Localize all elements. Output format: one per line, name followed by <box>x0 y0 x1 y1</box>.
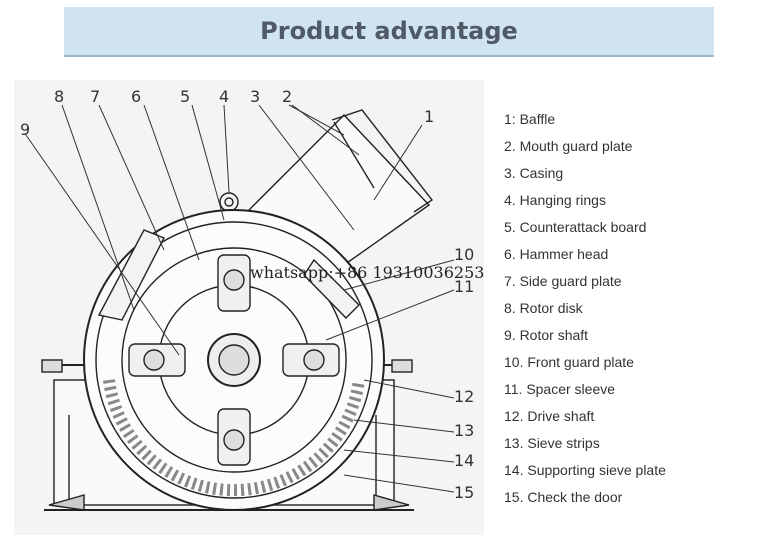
callout-2: 2 <box>282 87 292 106</box>
rotor-disk-outer <box>121 247 347 473</box>
spacer-sleeve-left <box>143 349 165 371</box>
legend-item: 14. Supporting sieve plate <box>504 462 666 478</box>
hanging-ring <box>219 192 239 212</box>
callout-15: 15 <box>454 483 474 502</box>
legend-item: 11. Spacer sleeve <box>504 381 616 397</box>
legend-item: 4. Hanging rings <box>504 192 606 208</box>
right-bolt <box>391 359 413 373</box>
spacer-sleeve-top <box>223 269 245 291</box>
callout-9: 9 <box>20 120 30 139</box>
legend-item: 15. Check the door <box>504 489 623 505</box>
hopper-lip <box>331 109 434 213</box>
callout-4: 4 <box>219 87 229 106</box>
page-title: Product advantage <box>260 17 518 45</box>
left-foot <box>48 494 85 511</box>
left-bolt <box>41 359 63 373</box>
crusher-drawing: 1 2 3 4 5 6 7 8 9 10 11 12 13 14 15 <box>20 87 474 511</box>
callout-12: 12 <box>454 387 474 406</box>
callout-5: 5 <box>180 87 190 106</box>
callout-6: 6 <box>131 87 141 106</box>
legend-item: 3. Casing <box>504 165 564 181</box>
leader-lines <box>25 104 455 493</box>
callout-13: 13 <box>454 421 474 440</box>
right-foot <box>373 494 410 511</box>
legend-item: 5. Counterattack board <box>504 219 647 235</box>
legend-item: 1: Baffle <box>504 111 556 127</box>
parts-legend: 1: Baffle 2. Mouth guard plate 3. Casing… <box>504 108 666 513</box>
casing-inner <box>95 221 373 499</box>
callout-10: 10 <box>454 245 474 264</box>
legend-item: 8. Rotor disk <box>504 300 583 316</box>
hammer-crusher-diagram: 1 2 3 4 5 6 7 8 9 10 11 12 13 14 15 <box>14 80 484 535</box>
legend-item: 13. Sieve strips <box>504 435 600 451</box>
callout-8: 8 <box>54 87 64 106</box>
callout-14: 14 <box>454 451 474 470</box>
legend-item: 2. Mouth guard plate <box>504 138 633 154</box>
hanging-ring-inner <box>224 197 234 207</box>
legend-item: 7. Side guard plate <box>504 273 622 289</box>
sieve-strips <box>103 379 365 497</box>
drive-shaft <box>218 344 250 376</box>
callout-11: 11 <box>454 277 474 296</box>
legend-item: 6. Hammer head <box>504 246 609 262</box>
watermark-text: whatsapp:+86 19310036253 <box>250 263 485 282</box>
legend-item: 9. Rotor shaft <box>504 327 589 343</box>
callout-1: 1 <box>424 107 434 126</box>
callout-7: 7 <box>90 87 100 106</box>
side-guard-plate <box>97 229 165 321</box>
callout-3: 3 <box>250 87 260 106</box>
header-banner: Product advantage <box>64 7 714 57</box>
spacer-sleeve-right <box>303 349 325 371</box>
legend-item: 10. Front guard plate <box>504 354 634 370</box>
spacer-sleeve-bottom <box>223 429 245 451</box>
legend-item: 12. Drive shaft <box>504 408 595 424</box>
